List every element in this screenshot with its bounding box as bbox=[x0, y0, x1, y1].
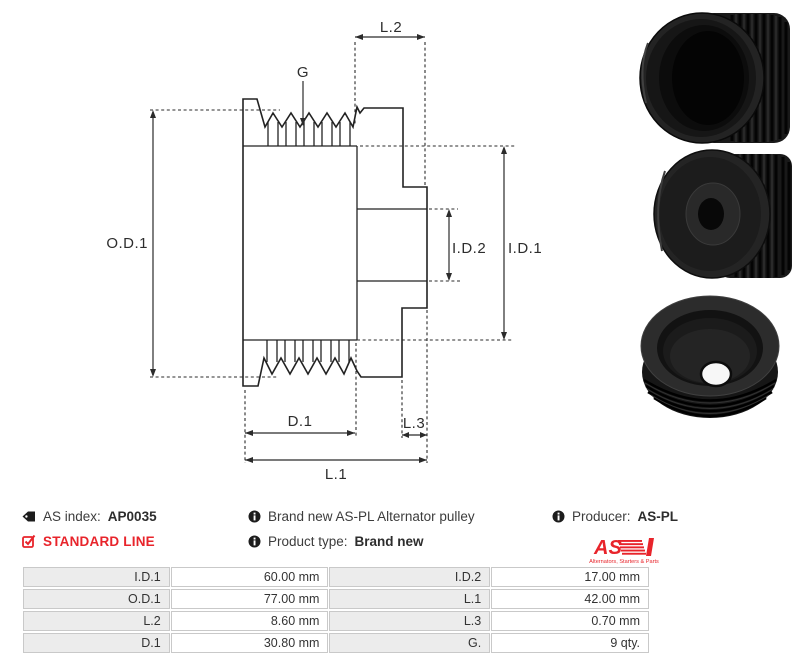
standard-line-badge: STANDARD LINE bbox=[43, 533, 155, 549]
dim-label-g: G bbox=[297, 64, 309, 81]
dim-name-cell: G. bbox=[329, 633, 491, 653]
info-icon bbox=[552, 510, 565, 523]
dim-value-cell: 17.00 mm bbox=[491, 567, 649, 587]
dim-name-cell: L.1 bbox=[329, 589, 491, 609]
dim-value-cell: 77.00 mm bbox=[170, 589, 329, 609]
pulley-outline bbox=[242, 98, 428, 387]
dim-value-cell: 8.60 mm bbox=[170, 611, 329, 631]
dim-value-cell: 60.00 mm bbox=[170, 567, 329, 587]
pulley-technical-drawing: O.D.1 G L.2 I.D.1 I.D.2 D.1 bbox=[106, 19, 542, 483]
info-icon bbox=[248, 535, 261, 548]
dim-label-d1: D.1 bbox=[288, 413, 313, 430]
info-column-producer: Producer: AS-PL AS Alternators, Starters… bbox=[552, 508, 678, 570]
dim-value-cell: 42.00 mm bbox=[491, 589, 649, 609]
dim-label-id2: I.D.2 bbox=[452, 240, 486, 257]
dim-label-l1: L.1 bbox=[325, 466, 347, 483]
product-type-value: Brand new bbox=[354, 533, 424, 549]
dim-label-id1: I.D.1 bbox=[508, 240, 542, 257]
product-description: Brand new AS-PL Alternator pulley bbox=[268, 508, 475, 524]
producer-row: Producer: AS-PL bbox=[552, 508, 678, 524]
pulley-photo-cup-view bbox=[630, 288, 795, 433]
as-pl-logo: AS Alternators, Starters & Parts bbox=[586, 537, 678, 570]
as-index-label: AS index: bbox=[43, 508, 101, 524]
dim-value-cell: 0.70 mm bbox=[491, 611, 649, 631]
producer-label: Producer: bbox=[572, 508, 631, 524]
dim-label-od1: O.D.1 bbox=[106, 235, 148, 252]
as-index-value: AP0035 bbox=[107, 508, 157, 524]
dimensions-table: I.D.1 60.00 mm I.D.2 17.00 mm O.D.1 77.0… bbox=[22, 565, 650, 655]
dim-label-l3: L.3 bbox=[403, 415, 425, 432]
dim-name-cell: I.D.1 bbox=[23, 567, 170, 587]
producer-value: AS-PL bbox=[637, 508, 679, 524]
dim-value-cell: 9 qty. bbox=[491, 633, 649, 653]
dim-label-l2: L.2 bbox=[380, 19, 402, 36]
pulley-photo-front-face-view bbox=[640, 146, 800, 291]
dim-name-cell: D.1 bbox=[23, 633, 170, 653]
tag-icon bbox=[22, 510, 36, 523]
product-type-label: Product type: bbox=[268, 533, 348, 549]
checkbox-checked-icon bbox=[22, 534, 36, 548]
info-column-product: Brand new AS-PL Alternator pulley Produc… bbox=[248, 508, 475, 549]
table-row: D.1 30.80 mm G. 9 qty. bbox=[23, 633, 649, 653]
dim-name-cell: L.2 bbox=[23, 611, 170, 631]
dim-name-cell: I.D.2 bbox=[329, 567, 491, 587]
standard-line-row: STANDARD LINE bbox=[22, 533, 157, 549]
table-row: O.D.1 77.00 mm L.1 42.00 mm bbox=[23, 589, 649, 609]
pulley-photo-angled-bore-view bbox=[628, 8, 798, 153]
logo-tagline: Alternators, Starters & Parts bbox=[589, 559, 659, 565]
as-index-row: AS index: AP0035 bbox=[22, 508, 157, 524]
table-row: L.2 8.60 mm L.3 0.70 mm bbox=[23, 611, 649, 631]
logo-text: AS bbox=[593, 537, 622, 559]
dim-name-cell: O.D.1 bbox=[23, 589, 170, 609]
dim-name-cell: L.3 bbox=[329, 611, 491, 631]
product-type-row: Product type: Brand new bbox=[248, 533, 475, 549]
info-icon bbox=[248, 510, 261, 523]
dim-value-cell: 30.80 mm bbox=[170, 633, 329, 653]
description-row: Brand new AS-PL Alternator pulley bbox=[248, 508, 475, 524]
info-column-index: AS index: AP0035 STANDARD LINE bbox=[22, 508, 157, 549]
table-row: I.D.1 60.00 mm I.D.2 17.00 mm bbox=[23, 567, 649, 587]
